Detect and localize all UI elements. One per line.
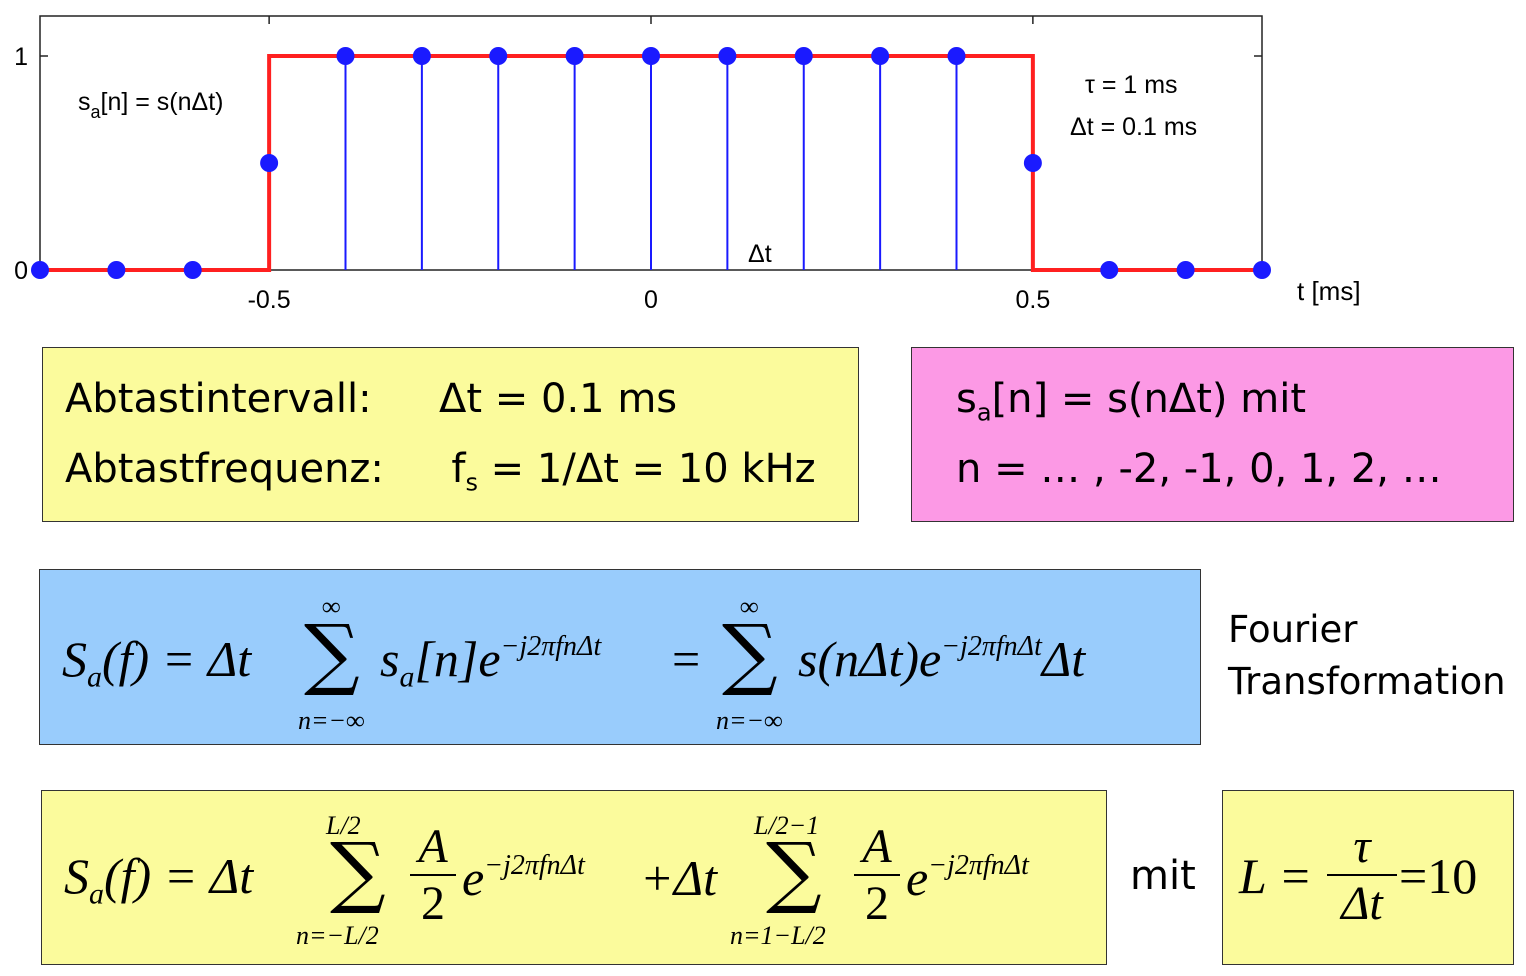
sum-1-upper: ∞ (322, 592, 341, 621)
L-lhs: L = (1239, 848, 1313, 904)
sample-dot (1023, 154, 1042, 172)
fourier-term-1: sa[n]e−j2πfnΔt (380, 631, 602, 694)
sum-3-upper: L/2 (326, 811, 361, 840)
sum-3-lower: n=−L/2 (296, 921, 379, 950)
sample-dot (718, 47, 737, 65)
sample-dot (794, 47, 813, 65)
y-tick-label: 1 (14, 43, 28, 71)
plus-dt: +Δt (640, 850, 717, 906)
y-tick-label: 0 (14, 257, 28, 285)
sum-2-upper: ∞ (740, 592, 759, 621)
tick-labels: -0.5 0 0.5 0 1 (14, 43, 1050, 314)
sampling-interval-value: Δt = 0.1 ms (439, 376, 678, 422)
tau-annotation: τ = 1 ms (1085, 71, 1178, 99)
sampled-signal-chart: -0.5 0 0.5 0 1 t [ms] sa[n] = s(nΔt) τ = 1 m… (14, 15, 1361, 314)
sample-dot (947, 47, 966, 65)
fraction-2: A 2 (854, 819, 900, 931)
L-rhs: =10 (1399, 848, 1478, 904)
sum-symbol-1: ∑ (304, 609, 360, 699)
fourier-formula-box: Sa(f) = Δt ∑ ∞ n=−∞ sa[n]e−j2πfnΔt = ∑ ∞… (39, 569, 1201, 745)
L-box: L = τ Δt =10 (1222, 790, 1514, 965)
sampling-interval-label: Abtastintervall: (65, 376, 372, 422)
sample-dot (565, 47, 584, 65)
sample-points (31, 47, 1271, 279)
exp-term-2: e−j2πfnΔt (906, 850, 1029, 906)
sample-dot (489, 47, 508, 65)
sample-dot (336, 47, 355, 65)
sampling-line-2: Abtastfrequenz: fs = 1/Δt = 10 kHz (65, 446, 816, 496)
definition-box: sa[n] = s(nΔt) mit n = … , -2, -1, 0, 1,… (911, 347, 1514, 522)
sample-dot (1176, 261, 1195, 279)
x-tick-label: 0.5 (1015, 286, 1050, 314)
L-fraction: τ Δt (1327, 819, 1397, 931)
fourier-term-2: s(nΔt)e−j2πfnΔtΔt (798, 631, 1086, 687)
dt-annotation: Δt = 0.1 ms (1070, 113, 1197, 141)
signal-label: sa[n] = s(nΔt) (78, 88, 224, 122)
sum-4-lower: n=1−L/2 (730, 921, 826, 950)
sample-dot (31, 261, 49, 279)
sum-2-lower: n=−∞ (716, 706, 783, 735)
fourier-equals: = (672, 631, 701, 687)
dt-marker: Δt (748, 240, 772, 268)
sampling-box: Abtastintervall: Δt = 0.1 ms Abtastfrequ… (42, 347, 859, 522)
sum-symbol-3: ∑ (330, 827, 386, 917)
sample-dot (412, 47, 431, 65)
sum-symbol-2: ∑ (722, 609, 778, 699)
stem-series (268, 56, 1034, 270)
sample-dot (642, 47, 660, 65)
exp-term-1: e−j2πfnΔt (462, 850, 585, 906)
sample-dot (107, 261, 126, 279)
sample-dot (1253, 261, 1271, 279)
sum-4-upper: L/2−1 (754, 811, 820, 840)
sample-dot (183, 261, 202, 279)
sample-dot (871, 47, 890, 65)
finite-sum-box: Sa(f) = Δt ∑ L/2 n=−L/2 A 2 e−j2πfnΔt +Δ… (41, 790, 1107, 965)
x-tick-label: -0.5 (248, 286, 291, 314)
definition-line-2: n = … , -2, -1, 0, 1, 2, … (956, 446, 1442, 492)
sum-lhs: Sa(f) = Δt (64, 848, 254, 911)
fraction-1: A 2 (410, 819, 456, 931)
sample-dot (260, 154, 279, 172)
sampling-frequency-value: fs = 1/Δt = 10 kHz (451, 446, 816, 497)
sum-symbol-4: ∑ (766, 827, 822, 917)
fourier-caption: Fourier Transformation (1228, 608, 1506, 703)
definition-line-1: sa[n] = s(nΔt) mit (956, 376, 1306, 427)
sum-1-lower: n=−∞ (298, 706, 365, 735)
x-tick-label: 0 (644, 286, 658, 314)
sampling-frequency-label: Abtastfrequenz: (65, 446, 384, 492)
fourier-lhs: Sa(f) = Δt (62, 631, 252, 694)
x-axis-label: t [ms] (1297, 276, 1361, 306)
sample-dot (1100, 261, 1119, 279)
mit-label: mit (1130, 853, 1196, 899)
sampling-line-1: Abtastintervall: Δt = 0.1 ms (65, 376, 677, 422)
